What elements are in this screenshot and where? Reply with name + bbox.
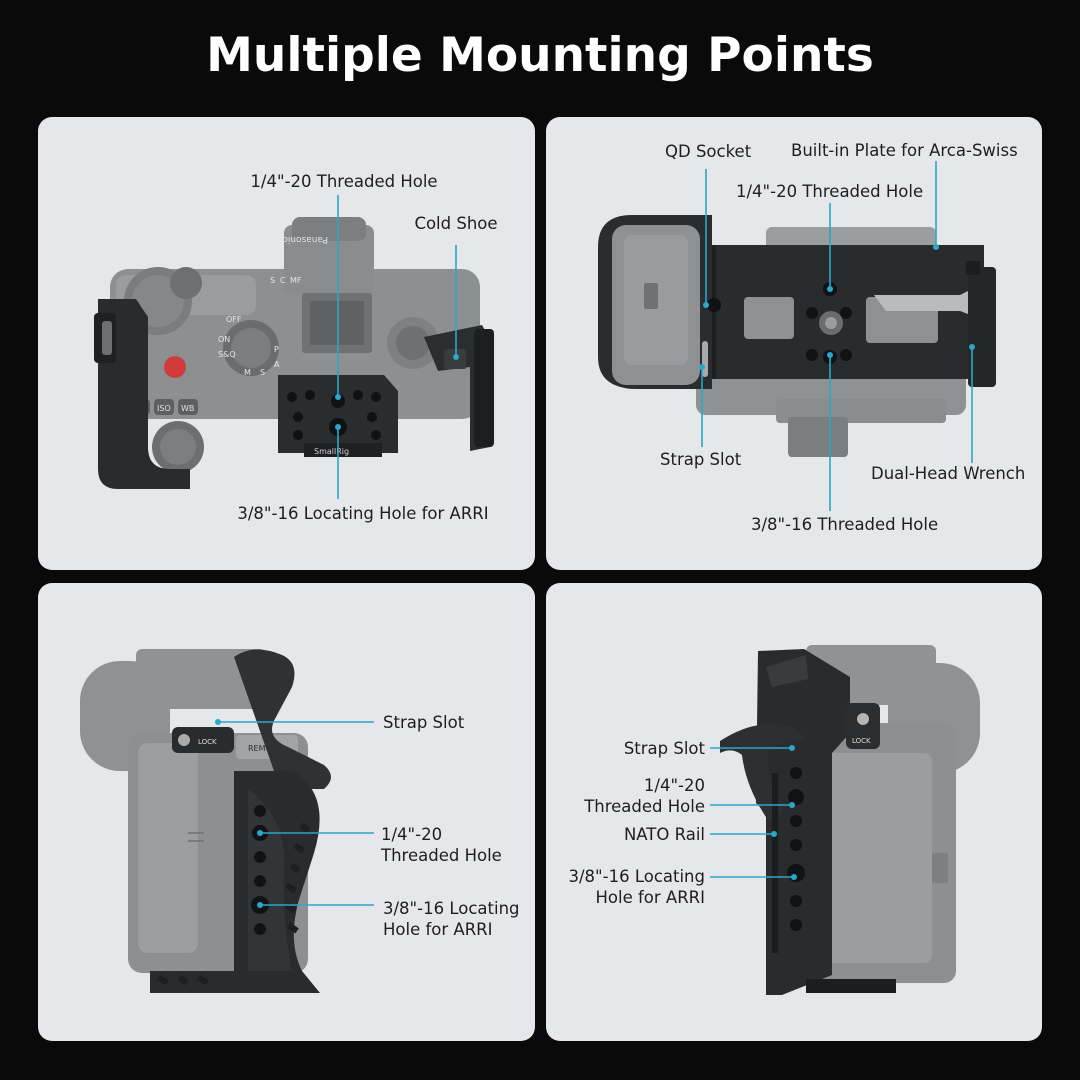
label-dual-head-wrench: Dual-Head Wrench [871,464,1026,483]
label-threaded-hole-38: 3/8"-16 Threaded Hole [751,515,939,534]
label-strap-slot: Strap Slot [660,450,742,469]
focus-s-label: S [270,276,275,285]
label-threaded-hole-line2: Threaded Hole [584,797,705,816]
panel-left-side-view: REMOTE LOCK [38,583,535,1041]
mode-sq-label: S&Q [218,350,236,359]
label-threaded-hole: 1/4"-20 Threaded Hole [250,172,438,191]
mode-on-label: ON [218,335,230,344]
brand-text: Panasonic [283,234,328,244]
label-locating-hole-arri: 3/8"-16 Locating Hole for ARRI [237,504,489,523]
label-locating-line1: 3/8"-16 Locating [568,867,705,886]
remote-label: REMOTE [248,744,282,753]
mode-s-label: S [260,368,265,377]
label-locating-line2: Hole for ARRI [383,920,493,939]
page-title: Multiple Mounting Points [206,28,874,83]
label-locating-line1: 3/8"-16 Locating [383,899,520,918]
cage-brand-text: SmallRig [314,447,349,456]
label-threaded-hole-line2: Threaded Hole [381,846,502,865]
label-nato-rail: NATO Rail [623,825,705,844]
label-locating-line2: Hole for ARRI [595,888,706,907]
label-threaded-hole-line1: 1/4"-20 [643,776,705,795]
iso-button-label: ISO [157,404,171,413]
wb-button-label: WB [181,404,194,413]
mode-off-label: OFF [226,315,242,324]
label-qd-socket: QD Socket [665,142,752,161]
mode-p-label: P [274,345,279,354]
label-threaded-hole-line1: 1/4"-20 [381,825,443,844]
label-cold-shoe: Cold Shoe [414,214,498,233]
panel-bottom-view: QD Socket Built-in Plate for Arca-Swiss … [546,117,1042,570]
camera-left-side-illustration: REMOTE LOCK [80,649,374,993]
focus-mf-label: MF [290,276,302,285]
mode-a-label: A [274,360,280,369]
mode-m-label: M [244,368,251,377]
label-strap-slot: Strap Slot [623,739,705,758]
label-arca-plate: Built-in Plate for Arca-Swiss [791,141,1018,160]
camera-right-side-illustration: LOCK [710,645,980,995]
label-strap-slot: Strap Slot [383,713,465,732]
camera-top-view-illustration: Panasonic ISO WB OFF ON S&Q P A S M S C … [94,195,494,499]
panel-right-side-view: LOCK Strap Slot 1/4"-20 Threaded Hole NA… [546,583,1042,1041]
panel-top-view: Panasonic ISO WB OFF ON S&Q P A S M S C … [38,117,535,570]
label-threaded-hole: 1/4"-20 Threaded Hole [736,182,924,201]
focus-c-label: C [280,276,286,285]
lock-label: LOCK [198,738,217,746]
camera-bottom-view-illustration [598,161,996,511]
lock-label: LOCK [852,737,871,745]
